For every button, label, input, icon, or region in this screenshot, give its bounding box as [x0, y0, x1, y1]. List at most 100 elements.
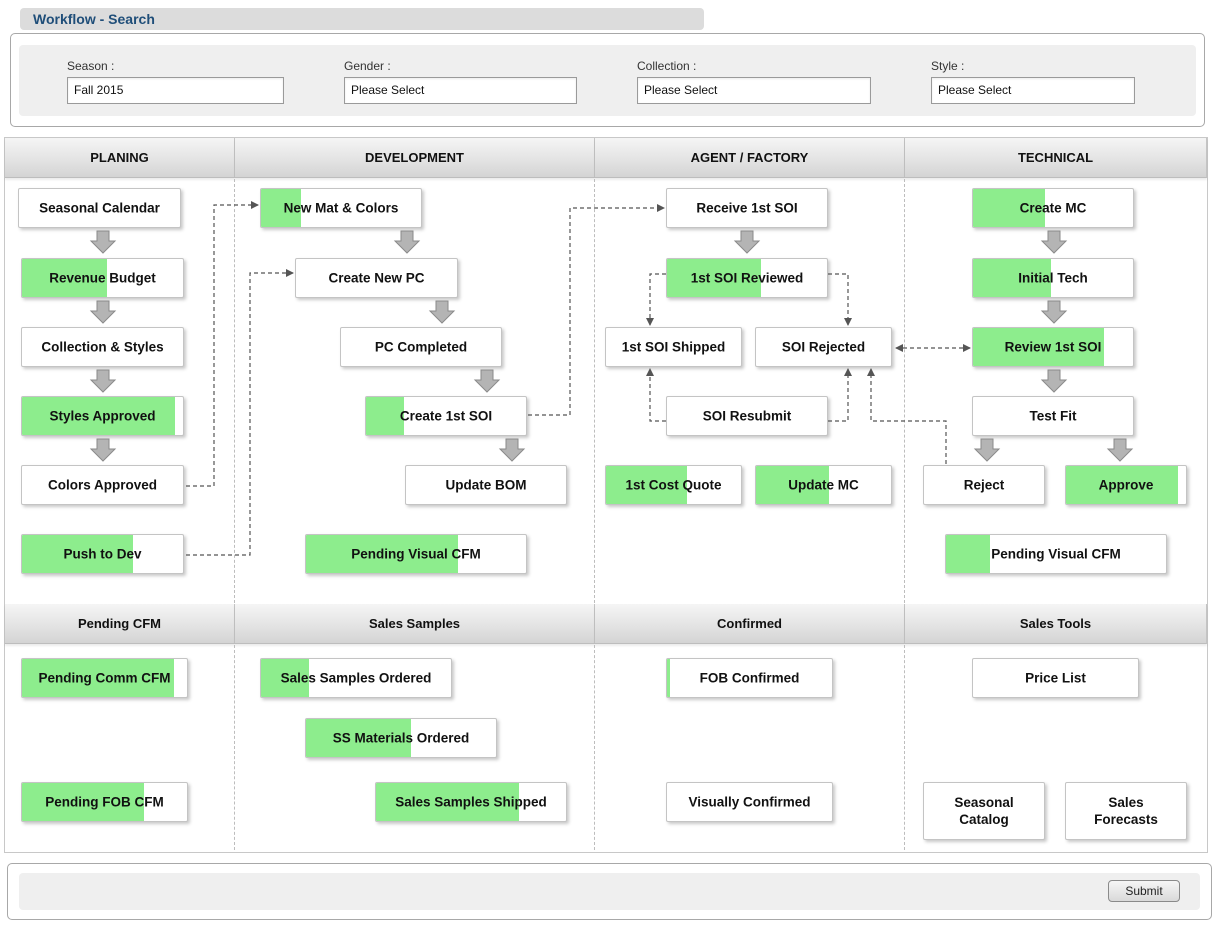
step-update-mc[interactable]: Update MC	[755, 465, 892, 505]
step-label: SOI Resubmit	[702, 408, 792, 424]
step-label: Pending Visual CFM	[351, 546, 481, 562]
page-title: Workflow - Search	[33, 11, 155, 27]
progress-fill	[366, 397, 405, 435]
step-sales-forecasts[interactable]: Sales Forecasts	[1065, 782, 1187, 840]
step-reject[interactable]: Reject	[923, 465, 1045, 505]
step-soi-rejected[interactable]: SOI Rejected	[755, 327, 892, 367]
workflow-title-bar: Workflow - Search	[20, 8, 704, 30]
step-1st-soi-reviewed[interactable]: 1st SOI Reviewed	[666, 258, 828, 298]
step-1st-cost-quote[interactable]: 1st Cost Quote	[605, 465, 742, 505]
style-select[interactable]: Please Select	[931, 77, 1135, 104]
collection-select[interactable]: Please Select	[637, 77, 871, 104]
gender-select[interactable]: Please Select	[344, 77, 577, 104]
step-initial-tech[interactable]: Initial Tech	[972, 258, 1134, 298]
header-sales-tools: Sales Tools	[905, 604, 1207, 644]
season-select[interactable]: Fall 2015	[67, 77, 284, 104]
step-label: Seasonal Catalog	[954, 795, 1014, 827]
submit-button[interactable]: Submit	[1108, 880, 1180, 902]
header-development: DEVELOPMENT	[235, 138, 595, 178]
step-label: Pending Visual CFM	[991, 546, 1121, 562]
step-pending-fob-cfm[interactable]: Pending FOB CFM	[21, 782, 188, 822]
progress-fill	[667, 259, 762, 297]
step-collection-styles[interactable]: Collection & Styles	[21, 327, 184, 367]
step-label: Sales Samples Ordered	[280, 670, 432, 686]
step-label: 1st Cost Quote	[625, 477, 722, 493]
step-label: FOB Confirmed	[699, 670, 800, 686]
header-pending-cfm: Pending CFM	[5, 604, 235, 644]
step-ss-materials-ordered[interactable]: SS Materials Ordered	[305, 718, 497, 758]
progress-fill	[261, 659, 309, 697]
step-revenue-budget[interactable]: Revenue Budget	[21, 258, 184, 298]
step-visually-confirmed[interactable]: Visually Confirmed	[666, 782, 833, 822]
step-test-fit[interactable]: Test Fit	[972, 396, 1134, 436]
step-sales-samples-shipped[interactable]: Sales Samples Shipped	[375, 782, 567, 822]
progress-fill	[946, 535, 990, 573]
step-label: Update BOM	[445, 477, 527, 493]
column-divider	[594, 645, 595, 850]
step-pending-visual-cfm-dev[interactable]: Pending Visual CFM	[305, 534, 527, 574]
step-label: Approve	[1098, 477, 1154, 493]
step-label: Sales Samples Shipped	[395, 794, 547, 810]
step-review-1st-soi[interactable]: Review 1st SOI	[972, 327, 1134, 367]
gender-label: Gender :	[344, 59, 391, 73]
step-soi-resubmit[interactable]: SOI Resubmit	[666, 396, 828, 436]
step-create-new-pc[interactable]: Create New PC	[295, 258, 458, 298]
progress-fill	[973, 328, 1105, 366]
progress-fill	[22, 259, 108, 297]
step-label: SOI Rejected	[781, 339, 866, 355]
step-label: Create 1st SOI	[399, 408, 493, 424]
step-label: Styles Approved	[49, 408, 156, 424]
column-divider	[234, 645, 235, 850]
step-pending-visual-cfm-tech[interactable]: Pending Visual CFM	[945, 534, 1167, 574]
step-label: Review 1st SOI	[1004, 339, 1102, 355]
header-confirmed: Confirmed	[595, 604, 905, 644]
step-new-mat-colors[interactable]: New Mat & Colors	[260, 188, 422, 228]
step-label: Create New PC	[328, 270, 425, 286]
progress-fill	[306, 535, 458, 573]
step-pending-comm-cfm[interactable]: Pending Comm CFM	[21, 658, 188, 698]
progress-fill	[22, 397, 175, 435]
column-divider	[904, 645, 905, 850]
step-create-mc[interactable]: Create MC	[972, 188, 1134, 228]
column-divider	[594, 179, 595, 603]
step-styles-approved[interactable]: Styles Approved	[21, 396, 184, 436]
column-divider	[234, 179, 235, 603]
season-label: Season :	[67, 59, 115, 73]
step-1st-soi-shipped[interactable]: 1st SOI Shipped	[605, 327, 742, 367]
progress-fill	[22, 659, 174, 697]
step-label: Pending FOB CFM	[45, 794, 164, 810]
action-panel: Submit	[7, 863, 1212, 920]
step-update-bom[interactable]: Update BOM	[405, 465, 567, 505]
action-panel-inner: Submit	[19, 873, 1200, 910]
progress-fill	[606, 466, 687, 504]
step-fob-confirmed[interactable]: FOB Confirmed	[666, 658, 833, 698]
step-label: Initial Tech	[1018, 270, 1088, 286]
filter-panel-inner: Season : Fall 2015 Gender : Please Selec…	[19, 45, 1196, 116]
step-label: Receive 1st SOI	[696, 200, 798, 216]
step-seasonal-catalog[interactable]: Seasonal Catalog	[923, 782, 1045, 840]
step-colors-approved[interactable]: Colors Approved	[21, 465, 184, 505]
step-approve[interactable]: Approve	[1065, 465, 1187, 505]
progress-fill	[22, 535, 134, 573]
step-push-to-dev[interactable]: Push to Dev	[21, 534, 184, 574]
step-label: Reject	[963, 477, 1005, 493]
progress-fill	[1066, 466, 1178, 504]
progress-fill	[973, 259, 1052, 297]
step-pc-completed[interactable]: PC Completed	[340, 327, 502, 367]
step-seasonal-calendar[interactable]: Seasonal Calendar	[18, 188, 181, 228]
step-label: 1st SOI Reviewed	[690, 270, 804, 286]
column-divider	[904, 179, 905, 603]
step-create-1st-soi[interactable]: Create 1st SOI	[365, 396, 527, 436]
step-label: 1st SOI Shipped	[621, 339, 726, 355]
progress-fill	[667, 659, 671, 697]
step-price-list[interactable]: Price List	[972, 658, 1139, 698]
step-label: Test Fit	[1029, 408, 1077, 424]
step-label: Colors Approved	[47, 477, 157, 493]
step-label: Sales Forecasts	[1094, 795, 1158, 827]
header-planing: PLANING	[5, 138, 235, 178]
step-label: Collection & Styles	[41, 339, 164, 355]
step-label: Visually Confirmed	[688, 794, 811, 810]
step-sales-samples-ordered[interactable]: Sales Samples Ordered	[260, 658, 452, 698]
step-receive-1st-soi[interactable]: Receive 1st SOI	[666, 188, 828, 228]
progress-fill	[261, 189, 301, 227]
